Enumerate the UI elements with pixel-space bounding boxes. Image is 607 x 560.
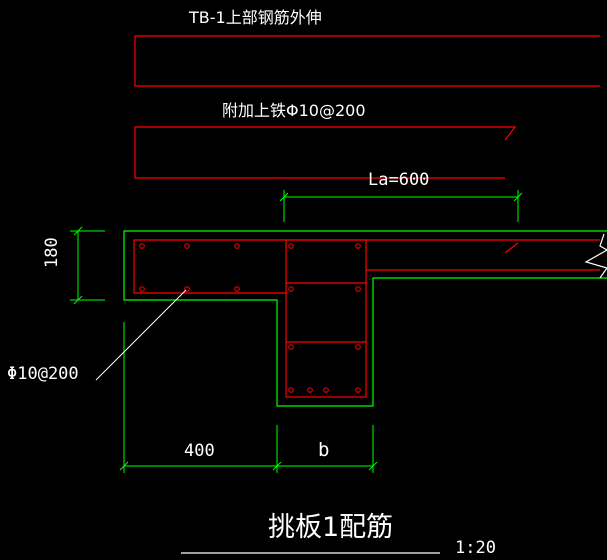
la-dimension xyxy=(279,190,523,222)
top-rebar-label: TB-1上部钢筋外伸 xyxy=(189,8,322,27)
anchorage-label: La=600 xyxy=(368,170,430,190)
additional-rebar-bar xyxy=(134,126,517,179)
slab-top-bar xyxy=(133,239,600,294)
beam-stirrup xyxy=(285,239,367,398)
bottom-dimension xyxy=(119,322,378,473)
distribution-bar-label: Φ10@200 xyxy=(7,364,79,384)
drawing-title: 挑板1配筋 xyxy=(268,512,394,543)
top-rebar-extension xyxy=(134,35,600,87)
slab-thickness-label: 180 xyxy=(42,237,62,268)
rebar-dots xyxy=(139,243,361,393)
distribution-bar-leader xyxy=(95,289,187,381)
concrete-outline xyxy=(123,230,607,407)
scale-label: 1:20 xyxy=(455,538,496,558)
additional-rebar-detail xyxy=(134,126,517,179)
thickness-dimension xyxy=(70,226,105,305)
width-beam-label: b xyxy=(318,439,330,461)
slab-top-bar-end-hook xyxy=(504,242,519,254)
width-left-label: 400 xyxy=(184,441,215,461)
rebar-cage xyxy=(133,239,600,398)
additional-rebar-label: 附加上铁Φ10@200 xyxy=(222,101,366,120)
top-rebar-detail xyxy=(134,35,600,87)
break-symbol xyxy=(584,233,607,279)
